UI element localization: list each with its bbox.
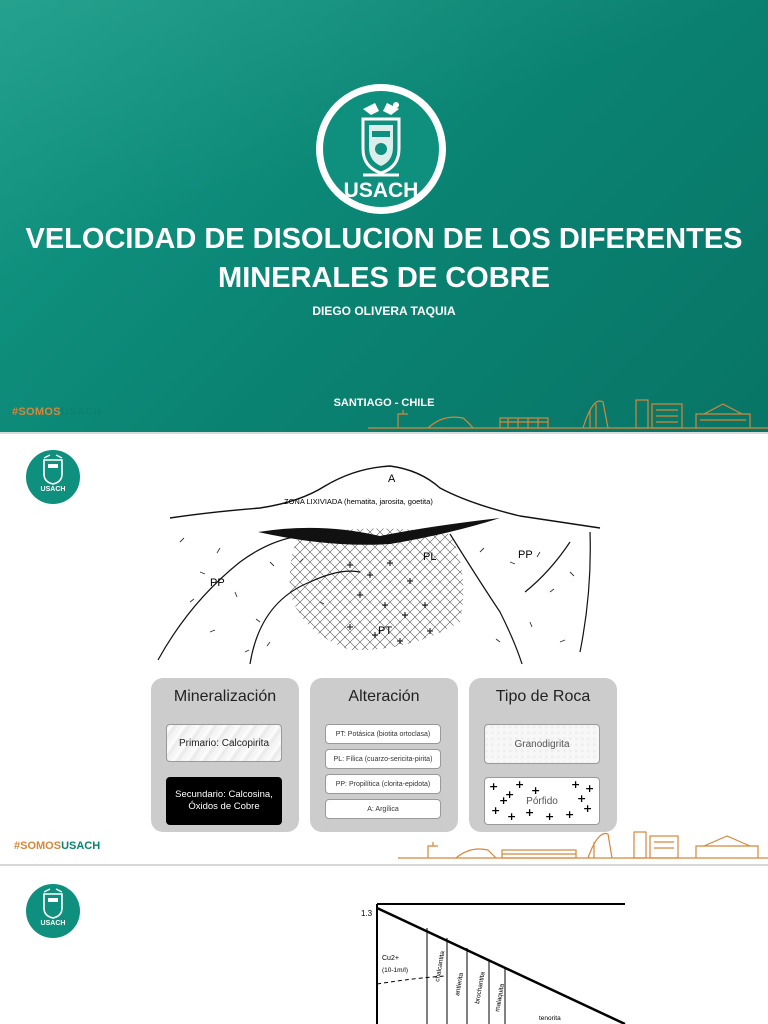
pl-label: PL (423, 551, 436, 563)
porphyry-deposit-diagram: A ZONA LIXIVIADA (hematita, jarosita, go… (157, 465, 601, 665)
cu-unit-label: (10-1m/l) (382, 967, 408, 974)
logo-text: USACH (40, 486, 66, 493)
hashtag-prefix: #SOMOS (12, 406, 61, 418)
mineral-label: antlerita (454, 972, 465, 996)
svg-text:+: + (577, 792, 586, 805)
solubility-slide: USACH 1.3 Cu2+ (10-1m/l) chalcantita ant… (0, 866, 768, 1024)
alteration-item: A: Argílica (325, 799, 441, 819)
svg-text:+: + (499, 794, 508, 807)
porfido-label: Pórfido (526, 795, 558, 807)
hashtag-prefix: #SOMOS (14, 840, 62, 852)
svg-text:+: + (505, 788, 514, 801)
pp-left-label: PP (210, 577, 225, 589)
svg-text:+: + (545, 810, 554, 823)
zone-lixiviada-label: ZONA LIXIVIADA (hematita, jarosita, goet… (284, 497, 433, 506)
background-sheen (0, 0, 768, 432)
stability-diagram: 1.3 Cu2+ (10-1m/l) chalcantita antlerita… (361, 903, 626, 1024)
pt-label: PT (378, 625, 392, 637)
card-alteracion: Alteración PT: Potásica (biotita ortocla… (310, 678, 458, 832)
svg-text:+: + (585, 782, 594, 795)
hashtag-suffix: USACH (60, 406, 102, 418)
mineral-label: brochantita (474, 971, 487, 1004)
card-title: Alteración (348, 688, 420, 705)
svg-text:+: + (507, 810, 516, 823)
geology-slide: USACH A ZONA LI (0, 434, 768, 864)
hashtag: #SOMOSUSACH (12, 406, 102, 418)
title-line-2: MINERALES DE COBRE (218, 262, 550, 294)
svg-text:+: + (515, 778, 524, 791)
crest-icon (361, 102, 401, 177)
campus-skyline-icon (398, 831, 768, 859)
svg-text:+: + (489, 780, 498, 793)
alteration-item: PL: Fílica (cuarzo-sericita-pirita) (325, 749, 441, 769)
campus-skyline-icon (368, 399, 768, 429)
svg-text:+: + (571, 778, 580, 791)
crest-icon (43, 888, 63, 919)
secondary-mineral: Secundario: Calcosina, Óxidos de Cobre (166, 777, 282, 825)
card-title: Mineralización (173, 688, 277, 705)
primary-mineral: Primario: Calcopirita (166, 724, 282, 762)
porfido-box: +++ +++ +++ +++ ++ Pórfido (484, 777, 600, 825)
crest-icon (43, 454, 63, 485)
card-title: Tipo de Roca (495, 688, 591, 705)
location: SANTIAGO - CHILE (333, 397, 435, 409)
granodiorita-box: Granodigrita (484, 724, 600, 764)
title-line-1: VELOCIDAD DE DISOLUCION DE LOS DIFERENTE… (25, 223, 743, 255)
svg-text:+: + (525, 806, 534, 819)
alteration-item: PP: Propilítica (clorita-epidota) (325, 774, 441, 794)
mineral-label: tenorita (539, 1015, 561, 1022)
svg-text:+: + (531, 784, 540, 797)
logo-text: USACH (343, 179, 419, 202)
y-tick-label: 1.3 (361, 909, 373, 918)
hashtag: #SOMOSUSACH (14, 840, 100, 852)
card-mineralizacion: Mineralización Primario: Calcopirita Sec… (151, 678, 299, 832)
svg-text:+: + (491, 804, 500, 817)
svg-text:+: + (583, 802, 592, 815)
usach-logo: USACH (316, 84, 446, 214)
mineral-label: chalcantita (434, 950, 446, 982)
cu-label: Cu2+ (382, 955, 399, 962)
usach-logo-small: USACH (26, 450, 80, 504)
logo-text: USACH (40, 920, 66, 927)
hashtag-suffix: USACH (61, 840, 101, 852)
svg-text:+: + (565, 808, 574, 821)
pp-right-label: PP (518, 549, 533, 561)
title-slide: USACH VELOCIDAD DE DISOLUCION DE LOS DIF… (0, 0, 768, 432)
author-name: DIEGO OLIVERA TAQUIA (312, 304, 456, 318)
zone-a-label: A (388, 473, 396, 485)
card-tipo-roca: Tipo de Roca Granodigrita +++ +++ +++ ++… (469, 678, 617, 832)
mineral-label: malaquita (494, 983, 506, 1012)
usach-logo-small: USACH (26, 884, 80, 938)
alteration-item: PT: Potásica (biotita ortoclasa) (325, 724, 441, 744)
porphyry-texture-icon: +++ +++ +++ +++ ++ (489, 778, 594, 823)
